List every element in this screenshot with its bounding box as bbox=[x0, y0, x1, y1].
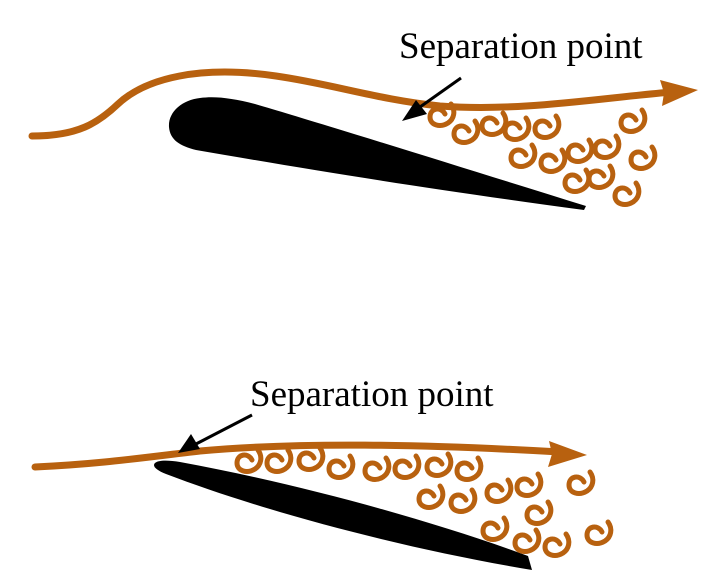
eddy bbox=[612, 180, 642, 207]
eddy bbox=[592, 133, 622, 160]
eddy bbox=[454, 455, 484, 482]
eddy bbox=[586, 163, 616, 190]
eddy bbox=[484, 477, 514, 504]
eddy bbox=[524, 499, 554, 526]
eddy bbox=[508, 142, 538, 169]
bottom-diagram bbox=[31, 413, 614, 570]
bottom-streamline bbox=[31, 441, 564, 471]
eddy bbox=[502, 115, 532, 142]
bottom-pointer-line bbox=[195, 413, 253, 446]
top-streamline bbox=[28, 68, 676, 140]
eddy bbox=[542, 531, 572, 558]
eddy bbox=[480, 515, 510, 542]
bottom-pointer-arrowhead bbox=[178, 434, 200, 453]
eddy bbox=[562, 167, 592, 194]
separation-point-label-top: Separation point bbox=[399, 26, 643, 67]
top-airfoil bbox=[168, 97, 586, 210]
eddy bbox=[362, 455, 392, 482]
top-streamline-arrowhead bbox=[660, 80, 698, 106]
top-diagram bbox=[28, 68, 698, 210]
top-wake-eddies bbox=[427, 101, 658, 207]
eddy bbox=[427, 101, 457, 128]
eddy bbox=[479, 110, 509, 137]
eddy bbox=[532, 113, 562, 140]
eddy bbox=[628, 144, 658, 171]
eddy bbox=[538, 147, 568, 174]
eddy bbox=[451, 118, 481, 145]
eddy bbox=[234, 447, 264, 474]
eddy bbox=[566, 469, 596, 496]
eddy bbox=[392, 453, 422, 480]
eddy bbox=[264, 447, 294, 474]
eddy bbox=[584, 519, 614, 546]
eddy bbox=[326, 453, 356, 480]
eddy bbox=[618, 107, 648, 134]
eddy bbox=[514, 471, 544, 498]
bottom-streamline-arrowhead bbox=[548, 441, 587, 467]
eddy bbox=[512, 527, 542, 554]
eddy bbox=[416, 483, 446, 510]
eddy bbox=[424, 451, 454, 478]
top-pointer-line bbox=[419, 76, 462, 109]
separation-point-label-bottom: Separation point bbox=[250, 374, 494, 415]
eddy bbox=[296, 445, 326, 472]
eddy bbox=[565, 137, 595, 164]
bottom-airfoil bbox=[154, 460, 532, 570]
eddy bbox=[448, 487, 478, 514]
bottom-wake-eddies bbox=[234, 445, 614, 558]
top-pointer-arrowhead bbox=[402, 100, 427, 121]
